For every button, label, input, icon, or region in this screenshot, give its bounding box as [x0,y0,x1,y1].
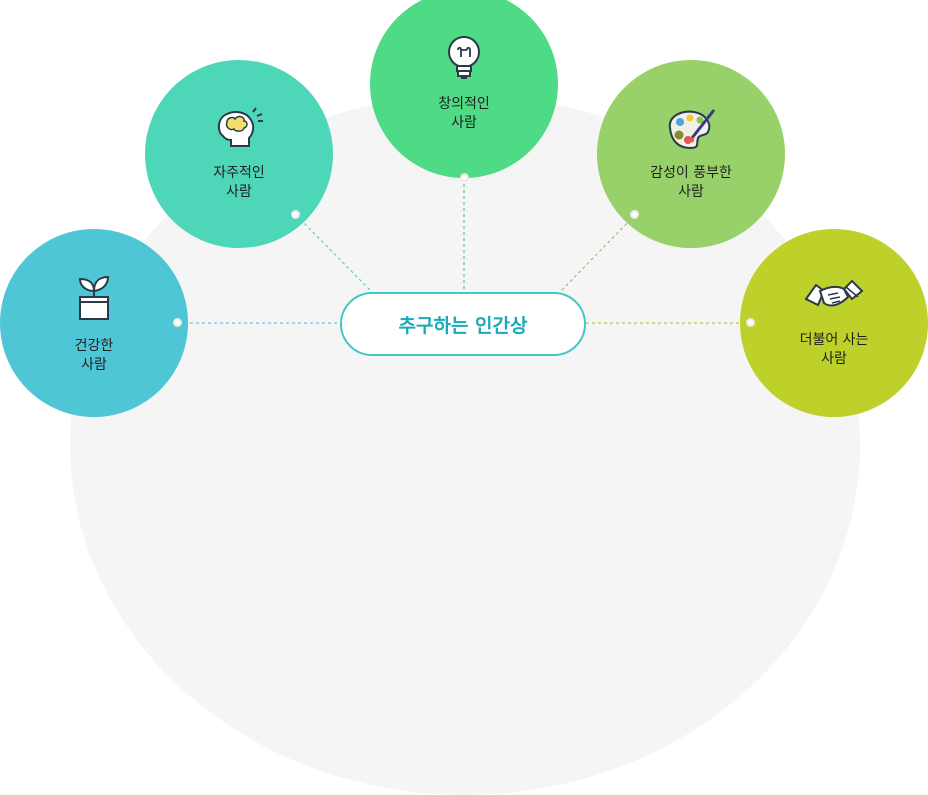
paint-palette-icon [662,106,720,154]
circle-emotional-person: 감성이 풍부한 사람 [597,60,785,248]
light-bulb-icon [444,35,484,85]
thinking-head-icon [213,106,265,154]
connector-dot-healthy [173,318,182,327]
connector-dot-creative [460,173,469,182]
circle-independent-person: 자주적인 사람 [145,60,333,248]
connector-dot-independent [291,210,300,219]
circle-creative-label: 창의적인 사람 [438,96,490,131]
plant-pot-icon [72,271,116,327]
connector-line-emotional [559,214,636,293]
circle-independent-label: 자주적인 사람 [213,165,265,200]
center-pill-ideal-person: 추구하는 인간상 [340,292,586,356]
circle-healthy-person: 건강한 사람 [0,229,188,417]
circle-emotional-label: 감성이 풍부한 사람 [650,165,732,200]
center-pill-label: 추구하는 인간상 [398,314,528,337]
circle-healthy-label: 건강한 사람 [74,338,114,373]
connector-dot-together [746,318,755,327]
circle-together-person: 더불어 사는 사람 [740,229,928,417]
connector-line-independent [295,214,373,293]
circle-creative-person: 창의적인 사람 [370,0,558,178]
circle-together-label: 더불어 사는 사람 [799,332,869,367]
connector-lines [178,178,751,324]
handshake-icon [802,277,866,321]
connector-dot-emotional [630,210,639,219]
